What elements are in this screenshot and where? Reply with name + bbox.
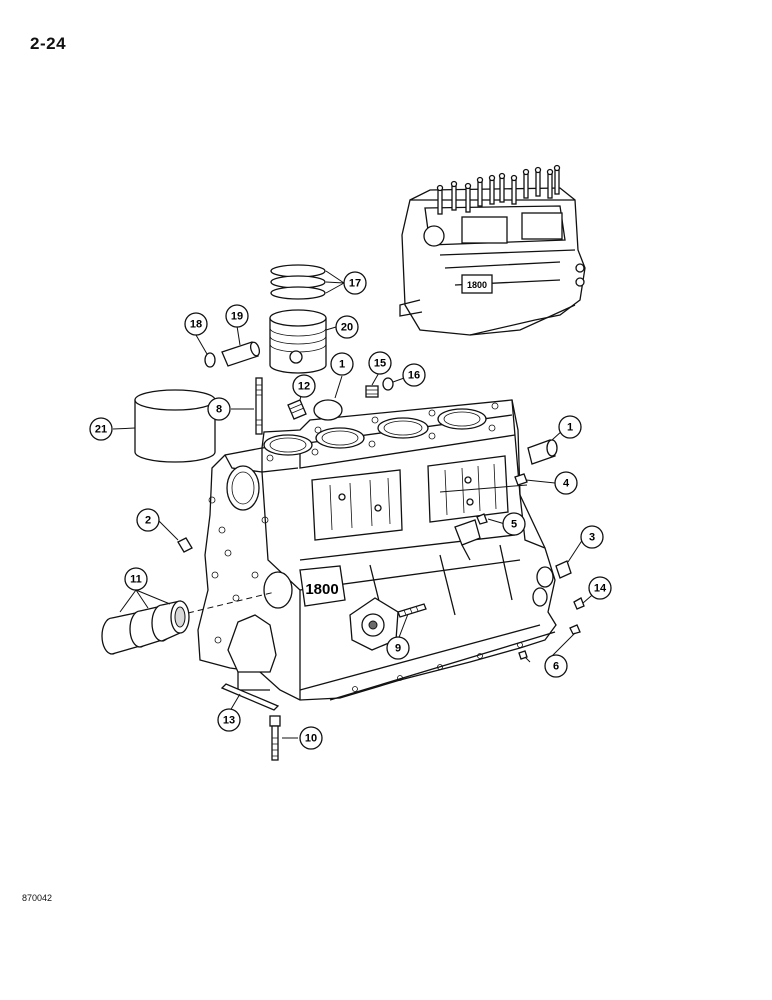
part-strip bbox=[220, 683, 280, 711]
callout-c5: 5 bbox=[502, 512, 526, 536]
callout-c15: 15 bbox=[368, 351, 392, 375]
callout-c1b: 1 bbox=[558, 415, 582, 439]
svg-text:5: 5 bbox=[511, 519, 517, 531]
svg-text:6: 6 bbox=[553, 661, 559, 673]
svg-text:19: 19 bbox=[231, 311, 243, 323]
callout-c17: 17 bbox=[343, 271, 367, 295]
callout-c2: 2 bbox=[136, 508, 160, 532]
svg-text:21: 21 bbox=[95, 424, 107, 436]
svg-text:4: 4 bbox=[563, 478, 570, 490]
block-cast-label: 1800 bbox=[305, 581, 338, 598]
svg-text:12: 12 bbox=[298, 381, 310, 393]
page-number: 2-24 bbox=[30, 34, 67, 53]
svg-text:11: 11 bbox=[130, 574, 142, 586]
part-cam-bearings bbox=[101, 600, 190, 655]
part-plug-5 bbox=[476, 513, 488, 525]
part-plug-2 bbox=[177, 537, 193, 553]
callout-c19: 19 bbox=[225, 304, 249, 328]
cam-bearing-alignment-line bbox=[187, 591, 276, 614]
engine-block: 1800 bbox=[197, 399, 557, 701]
callout-c11: 11 bbox=[124, 567, 148, 591]
callout-c8: 8 bbox=[207, 397, 231, 421]
callout-c21: 21 bbox=[89, 417, 113, 441]
part-dowel bbox=[287, 399, 307, 420]
part-cylinder-liner bbox=[134, 389, 216, 463]
callout-c10: 10 bbox=[299, 726, 323, 750]
callout-c18: 18 bbox=[184, 312, 208, 336]
part-bolt bbox=[269, 715, 281, 761]
callout-c20: 20 bbox=[335, 315, 359, 339]
part-dowel-6a bbox=[569, 624, 581, 635]
part-washer bbox=[382, 377, 394, 391]
assembled-block-inset: 1800 bbox=[399, 187, 586, 336]
svg-text:9: 9 bbox=[395, 643, 401, 655]
callout-c1a: 1 bbox=[330, 352, 354, 376]
callout-c12: 12 bbox=[292, 374, 316, 398]
part-stud bbox=[255, 377, 263, 435]
svg-text:8: 8 bbox=[216, 404, 222, 416]
svg-text:3: 3 bbox=[589, 532, 595, 544]
callout-c16: 16 bbox=[402, 363, 426, 387]
svg-text:1: 1 bbox=[339, 359, 345, 371]
svg-text:1: 1 bbox=[567, 422, 573, 434]
part-stud-9 bbox=[397, 603, 427, 618]
svg-text:13: 13 bbox=[223, 715, 235, 727]
callout-c9: 9 bbox=[386, 636, 410, 660]
part-plug bbox=[365, 385, 379, 398]
callout-c14: 14 bbox=[588, 576, 612, 600]
part-snap-ring bbox=[204, 352, 216, 368]
callout-c4: 4 bbox=[554, 471, 578, 495]
callout-c13: 13 bbox=[217, 708, 241, 732]
svg-text:20: 20 bbox=[341, 322, 353, 334]
svg-text:16: 16 bbox=[408, 370, 420, 382]
part-piston-rings bbox=[270, 264, 326, 300]
svg-text:15: 15 bbox=[374, 358, 386, 370]
part-expansion-plug-right bbox=[527, 439, 558, 465]
svg-text:14: 14 bbox=[594, 583, 607, 595]
part-plug-3 bbox=[555, 560, 572, 579]
svg-text:18: 18 bbox=[190, 319, 202, 331]
part-dowel-14 bbox=[573, 597, 585, 610]
inset-head-studs bbox=[436, 164, 561, 215]
part-piston bbox=[269, 309, 327, 374]
inset-cast-label: 1800 bbox=[467, 280, 487, 290]
callout-c3: 3 bbox=[580, 525, 604, 549]
svg-text:2: 2 bbox=[145, 515, 151, 527]
figure-code: 870042 bbox=[22, 893, 53, 903]
part-plug-4 bbox=[514, 473, 528, 486]
callout-c6: 6 bbox=[544, 654, 568, 678]
svg-text:17: 17 bbox=[349, 278, 361, 290]
svg-text:10: 10 bbox=[305, 733, 317, 745]
part-piston-pin bbox=[221, 341, 261, 367]
part-expansion-plug-top bbox=[313, 399, 343, 421]
